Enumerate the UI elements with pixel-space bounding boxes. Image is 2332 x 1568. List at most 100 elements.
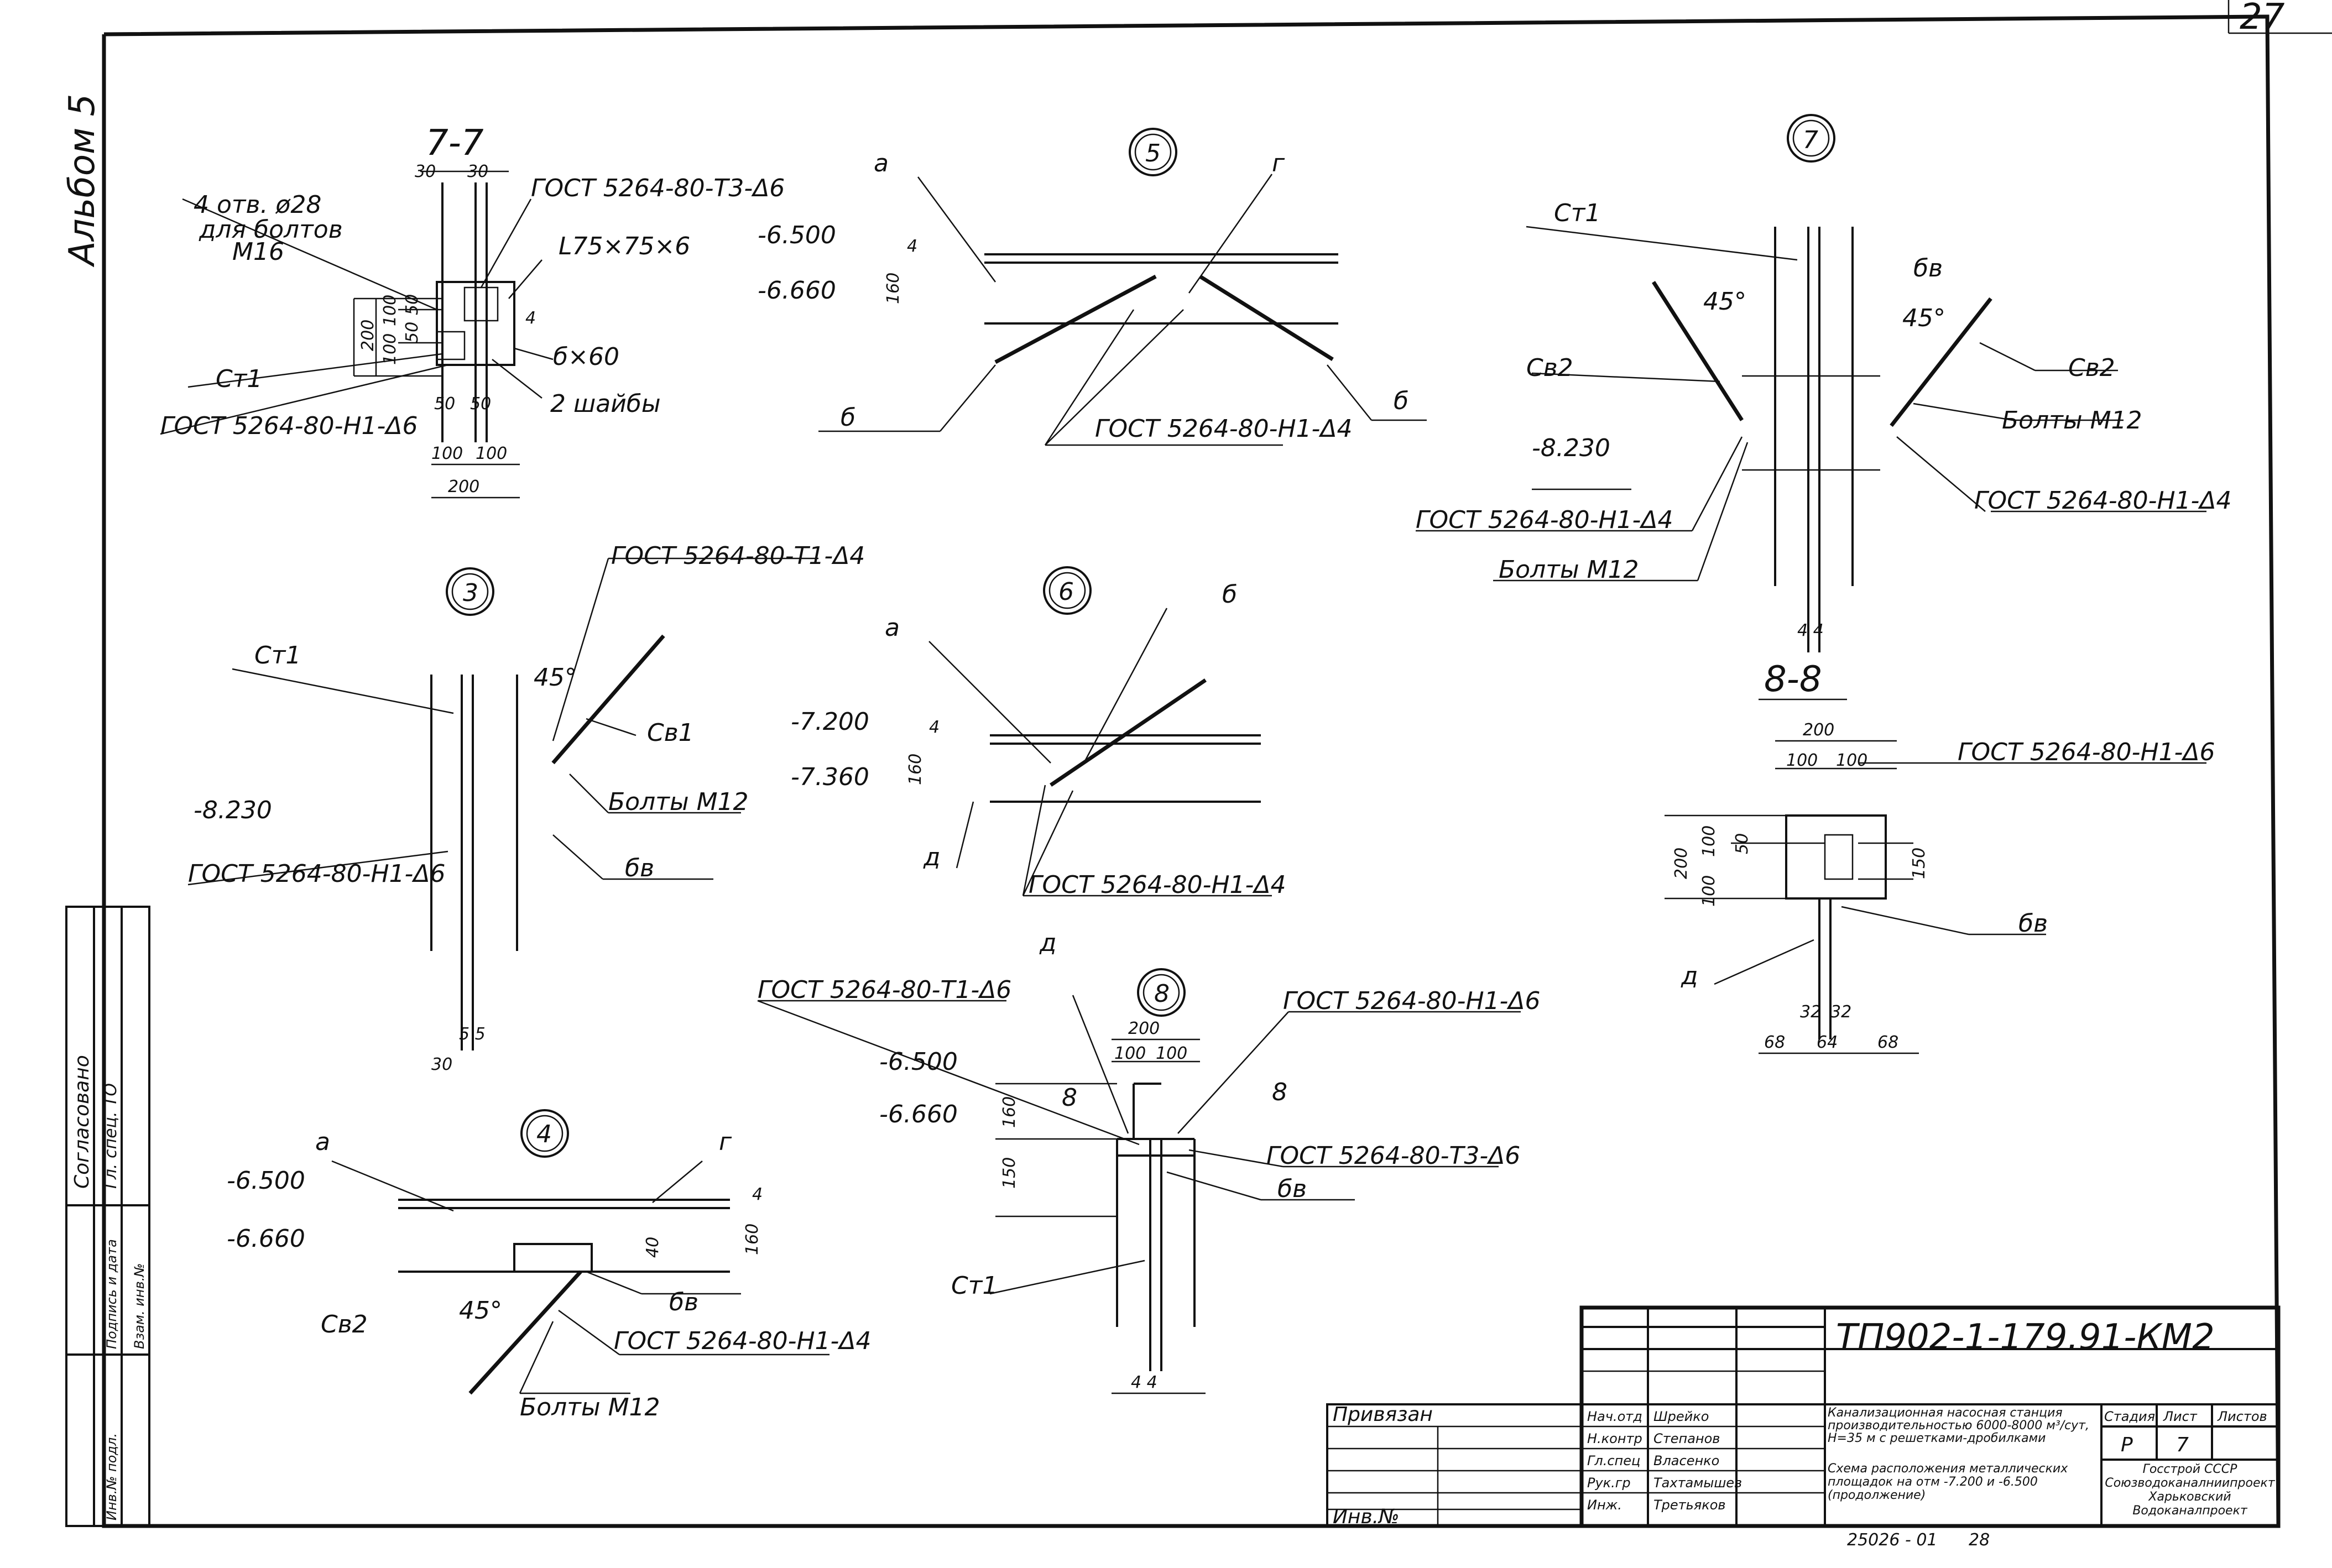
tb-org: Госстрой СССР Союзводоканалниипроект Хар… xyxy=(2105,1462,2275,1518)
s77-dim-50c: 50 xyxy=(434,394,455,414)
d3-gost-n1: ГОСТ 5264-80-Н1-Δ6 xyxy=(188,860,446,888)
s77-dim-100b: 100 xyxy=(380,333,400,365)
d8-dim-100a: 100 xyxy=(1114,1044,1146,1063)
d3-dim-30: 30 xyxy=(431,1055,452,1074)
detail-4 xyxy=(331,1109,829,1395)
page-number: 27 xyxy=(2240,0,2285,38)
d7-bolts-right: Болты М12 xyxy=(2002,406,2142,435)
s77-angle: L75×75×6 xyxy=(559,232,690,260)
s88-bottom-68b: 68 xyxy=(1877,1033,1898,1052)
tb-name-1: Шрейко xyxy=(1653,1409,1709,1424)
d4-level-1: -6.500 xyxy=(227,1167,305,1195)
agreed-stamp: Согласовано xyxy=(71,1055,93,1189)
side-col-1: Инв.№ подл. xyxy=(104,1433,119,1520)
d5-gost: ГОСТ 5264-80-Н1-Δ4 xyxy=(1095,415,1353,443)
d5-label-a: а xyxy=(874,149,889,177)
d8-gost-n1: ГОСТ 5264-80-Н1-Δ6 xyxy=(1283,987,1541,1015)
d3-dim-55: 5 5 xyxy=(459,1025,486,1044)
detail-8-number: 8 xyxy=(1154,980,1170,1008)
d4-angle: 45° xyxy=(459,1297,502,1325)
s77-dim-100c: 100 xyxy=(431,444,463,463)
s77-plate: б×60 xyxy=(553,343,619,371)
d8-dim-150: 150 xyxy=(1000,1157,1019,1189)
tb-org-box: Госстрой СССР Союзводоканалниипроект Хар… xyxy=(2105,1462,2275,1518)
detail-8 xyxy=(757,968,1521,1394)
agreed-sub: Гл. спец. ТО xyxy=(101,1083,121,1189)
d5-level-1: -6.500 xyxy=(758,221,836,249)
detail-7-number: 7 xyxy=(1803,126,1818,154)
detail-5-number: 5 xyxy=(1145,139,1161,168)
d7-sv2-right: Св2 xyxy=(2068,354,2115,382)
s77-gost-t3: ГОСТ 5264-80-Т3-Δ6 xyxy=(531,174,785,202)
detail-6-number: 6 xyxy=(1058,578,1074,606)
s77-dim-100a: 100 xyxy=(380,295,400,326)
s77-hole-note: 4 отв. ø28 xyxy=(194,191,321,219)
tb-sheet-title: Схема расположения металлических площадо… xyxy=(1828,1462,2068,1502)
tb-name-5: Третьяков xyxy=(1653,1497,1726,1513)
s88-dim-200: 200 xyxy=(1803,720,1834,740)
tb-inv-no: Инв.№ xyxy=(1333,1506,1400,1528)
s77-gost-n1: ГОСТ 5264-80-Н1-Δ6 xyxy=(160,412,418,440)
s88-bv: бв xyxy=(2018,910,2048,938)
side-col-3: Взам. инв.№ xyxy=(132,1263,147,1349)
detail-7 xyxy=(1416,114,2206,652)
tb-role-3: Гл.спец xyxy=(1587,1453,1640,1468)
d8-gost-t1: ГОСТ 5264-80-Т1-Δ6 xyxy=(758,976,1011,1004)
section-8-8 xyxy=(1665,698,2206,1054)
d5-label-b2: б xyxy=(1394,387,1408,415)
tb-role-2: Н.контр xyxy=(1587,1431,1642,1446)
s88-dim-100a: 100 xyxy=(1786,751,1818,770)
s77-dim-4: 4 xyxy=(525,309,536,328)
s77-dim-200: 200 xyxy=(358,320,378,351)
d8-dim-44: 4 4 xyxy=(1131,1373,1157,1392)
tb-sheet-no: 7 xyxy=(2176,1434,2189,1456)
detail-6 xyxy=(928,566,1272,897)
d5-level-2: -6.660 xyxy=(758,276,836,305)
s88-label-d: д xyxy=(1681,962,1698,990)
d8-dim-160: 160 xyxy=(1000,1096,1019,1128)
d5-label-g: г xyxy=(1272,149,1285,177)
s77-dim-100d: 100 xyxy=(476,444,507,463)
d6-gost: ГОСТ 5264-80-Н1-Δ4 xyxy=(1029,871,1286,899)
album-label: Альбом 5 xyxy=(62,94,103,268)
s77-hole-note2: для болтов xyxy=(199,216,343,244)
s88-bottom-32a: 32 xyxy=(1800,1002,1821,1022)
tb-col-stage: Стадия xyxy=(2104,1409,2155,1424)
tb-role-4: Рук.гр xyxy=(1587,1475,1631,1491)
d7-angle-1: 45° xyxy=(1703,288,1746,316)
tb-role-1: Нач.отд xyxy=(1587,1409,1642,1424)
tb-name-3: Власенко xyxy=(1653,1453,1719,1468)
d4-bv: бв xyxy=(669,1288,698,1316)
d6-label-d: д xyxy=(923,843,940,871)
d8-level-2: -6.660 xyxy=(879,1100,958,1128)
d4-dim-40: 40 xyxy=(643,1237,662,1258)
tb-project-title: Канализационная насосная станция произво… xyxy=(1828,1407,2090,1445)
d7-dim-44: 4 4 xyxy=(1797,621,1824,640)
detail-3 xyxy=(187,557,818,1050)
d3-bolts: Болты М12 xyxy=(608,788,749,816)
d8-section-mark-left: 8 xyxy=(1062,1084,1077,1112)
d8-dim-100b: 100 xyxy=(1156,1044,1187,1063)
s88-dim-100v2: 100 xyxy=(1699,875,1719,907)
s88-bottom-64: 64 xyxy=(1817,1033,1838,1052)
bottom-page: 28 xyxy=(1969,1530,1990,1550)
s77-dim-200b: 200 xyxy=(448,477,479,496)
tb-name-2: Степанов xyxy=(1653,1431,1720,1446)
s77-dim-30b: 30 xyxy=(467,162,488,181)
s88-dim-100v1: 100 xyxy=(1699,825,1719,857)
bottom-number: 25026 - 01 xyxy=(1847,1530,1938,1550)
d4-label-g: г xyxy=(719,1128,732,1156)
tb-name-4: Тахтамышев xyxy=(1653,1475,1742,1491)
d5-label-b1: б xyxy=(841,404,855,432)
d8-bv: бв xyxy=(1277,1175,1307,1203)
side-col-2: Подпись и дата xyxy=(104,1239,119,1349)
left-stamp-strip xyxy=(65,906,150,1527)
d7-sv2-left: Св2 xyxy=(1526,354,1573,382)
d6-label-b: б xyxy=(1222,581,1237,609)
s88-dim-150: 150 xyxy=(1910,848,1929,879)
d6-dim-4: 4 xyxy=(929,718,940,737)
tb-sheet-title-box: Схема расположения металлических площадо… xyxy=(1828,1462,2068,1502)
s88-dim-200v: 200 xyxy=(1672,848,1691,879)
s88-dim-100b: 100 xyxy=(1836,751,1867,770)
